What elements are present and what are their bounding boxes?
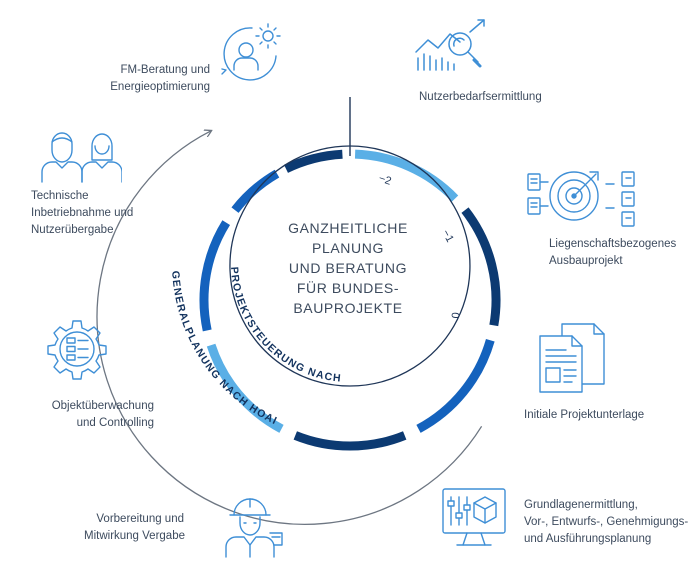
- marker-minus-1: −1: [439, 228, 455, 245]
- marker-minus-2: −2: [377, 172, 393, 187]
- ring-segment-1: [354, 149, 459, 202]
- step-label-grundlagen: Grundlagenermittlung, Vor-, Entwurfs-, G…: [524, 499, 689, 545]
- ring-segment-8: [284, 149, 343, 173]
- ring-segments: [199, 149, 501, 451]
- ring-segment-4: [293, 431, 407, 451]
- person-sun-icon: [216, 22, 282, 88]
- center-title-line: BAUPROJEKTE: [293, 300, 403, 316]
- step-label-nutzerbedarf: Nutzerbedarfsermittlung: [419, 91, 542, 103]
- step-label-controlling: Objektüberwachung und Controlling: [51, 400, 154, 429]
- step-label-inbetriebnahme: Technische Inbetriebnahme und Nutzerüber…: [31, 190, 134, 236]
- ring-segment-3: [416, 338, 495, 433]
- center-title: GANZHEITLICHE PLANUNG UND BERATUNG FÜR B…: [262, 218, 434, 318]
- step-label-projektunterlage: Initiale Projektunterlage: [524, 409, 645, 421]
- center-title-line: GANZHEITLICHE: [288, 220, 408, 236]
- construction-worker-icon: [220, 497, 286, 559]
- documents-icon: [536, 322, 608, 394]
- step-label-vergabe: Vorbereitung und Mitwirkung Vergabe: [84, 513, 185, 542]
- ring-segment-7: [231, 169, 280, 213]
- ring-segment-2: [461, 207, 501, 327]
- inner-thin-ring: [229, 145, 471, 387]
- step-label-liegenschaft: Liegenschaftsbezogenes Ausbauprojekt: [549, 238, 677, 267]
- ring-segment-5: [206, 343, 284, 433]
- center-title-line: FÜR BUNDES-: [296, 280, 400, 296]
- ring-segment-6: [199, 220, 231, 332]
- marker-zero: 0: [448, 312, 460, 319]
- target-icon: [526, 166, 654, 230]
- people-icon: [40, 130, 122, 184]
- center-title-line: PLANUNG: [312, 240, 384, 256]
- analytics-magnifier-icon: [414, 18, 494, 74]
- center-title-line: UND BERATUNG: [288, 260, 408, 276]
- gear-checklist-icon: [46, 318, 108, 380]
- step-label-fm: FM-Beratung und Energieoptimierung: [110, 64, 210, 93]
- monitor-cube-icon: [441, 487, 507, 549]
- outer-progress-arc: [96, 131, 483, 525]
